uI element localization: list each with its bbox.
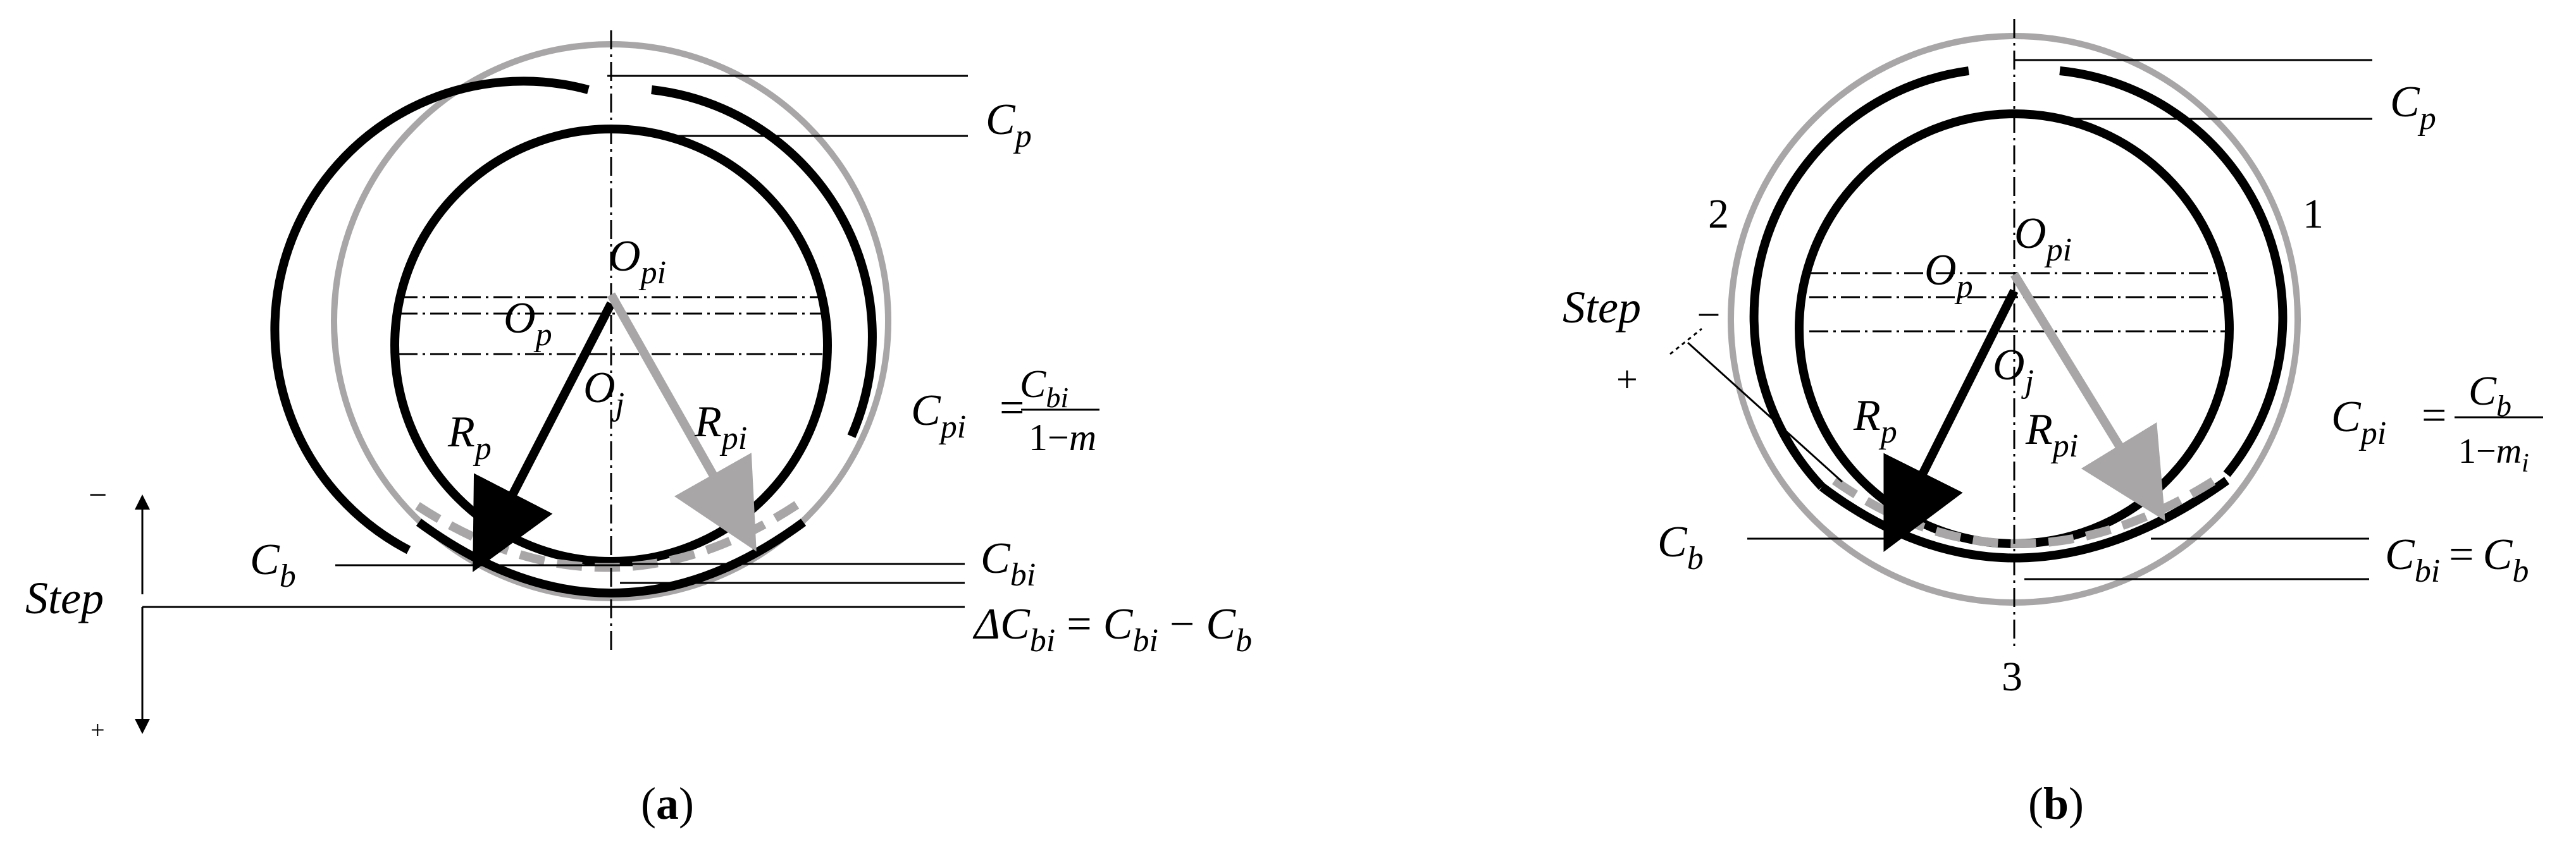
caption-a: (a) (641, 778, 694, 829)
radius-rpi-arrow (607, 292, 757, 552)
label-op: Op (504, 294, 552, 353)
panel-a: Cp Opi Op Oj Rp Rpi Cb Cbi Cpi = Cbi 1−m… (25, 30, 1252, 829)
label-cb: Cb (250, 536, 296, 594)
label-step-b: Step (1563, 282, 1641, 333)
radius-rp-arrow-b (1883, 288, 2019, 553)
label-opi: Opi (609, 232, 666, 291)
label-plus-b: + (1616, 358, 1638, 400)
label-cp-b: Cp (2390, 78, 2436, 137)
label-num-1: 1 (2303, 191, 2324, 237)
label-plus-a: + (90, 716, 105, 744)
label-num-2: 2 (1708, 191, 1729, 237)
cbi-equals-cb: Cbi=Cb (2385, 530, 2529, 589)
label-op-b: Op (1924, 246, 1973, 305)
label-rp: Rp (447, 408, 492, 467)
step-direction-line (1687, 341, 1843, 483)
label-minus-a: − (89, 477, 107, 513)
svg-text:=: = (1000, 384, 1024, 432)
svg-text:Cbi: Cbi (1020, 363, 1068, 413)
svg-text:=: = (2422, 391, 2446, 440)
pad-arc-left (270, 77, 590, 554)
label-minus-b: – (1699, 290, 1719, 332)
label-step-a: Step (25, 573, 104, 623)
pad-arc-right-b (2059, 66, 2288, 477)
label-num-3: 3 (2002, 654, 2022, 700)
bottom-arc-black-b (1819, 477, 2230, 563)
label-rp-b: Rp (1853, 391, 1897, 450)
svg-text:Cpi: Cpi (2331, 393, 2386, 451)
svg-text:1−m: 1−m (1029, 417, 1096, 458)
cpi-formula-b: Cpi = Cb 1−mi (2331, 368, 2543, 478)
cpi-formula-a: Cpi = Cbi 1−m (911, 363, 1099, 458)
svg-text:1−mi: 1−mi (2458, 432, 2529, 478)
label-cb-b: Cb (1657, 518, 1704, 577)
pad-arc-left-b (1749, 66, 1969, 490)
delta-cbi-formula: ΔCbi=Cbi−Cb (972, 600, 1252, 659)
label-cp: Cp (986, 95, 1032, 154)
label-cbi: Cbi (981, 534, 1036, 593)
label-rpi: Rpi (694, 398, 747, 456)
radius-rpi-arrow-b (2010, 272, 2165, 521)
svg-text:Cpi: Cpi (911, 386, 966, 445)
radius-rp-arrow (473, 301, 616, 572)
label-oj: Oj (583, 364, 624, 422)
svg-text:Cb: Cb (2468, 368, 2511, 423)
panel-b: Cp Opi Op Oj Rp Rpi Cb Cpi = Cb 1−mi Cbi… (1563, 19, 2543, 829)
label-oj-b: Oj (1993, 341, 2034, 400)
label-opi-b: Opi (2014, 209, 2072, 268)
pad-arc-right (651, 85, 877, 438)
step-tick (1669, 328, 1702, 355)
label-rpi-b: Rpi (2025, 405, 2078, 464)
caption-b: (b) (2028, 778, 2084, 829)
